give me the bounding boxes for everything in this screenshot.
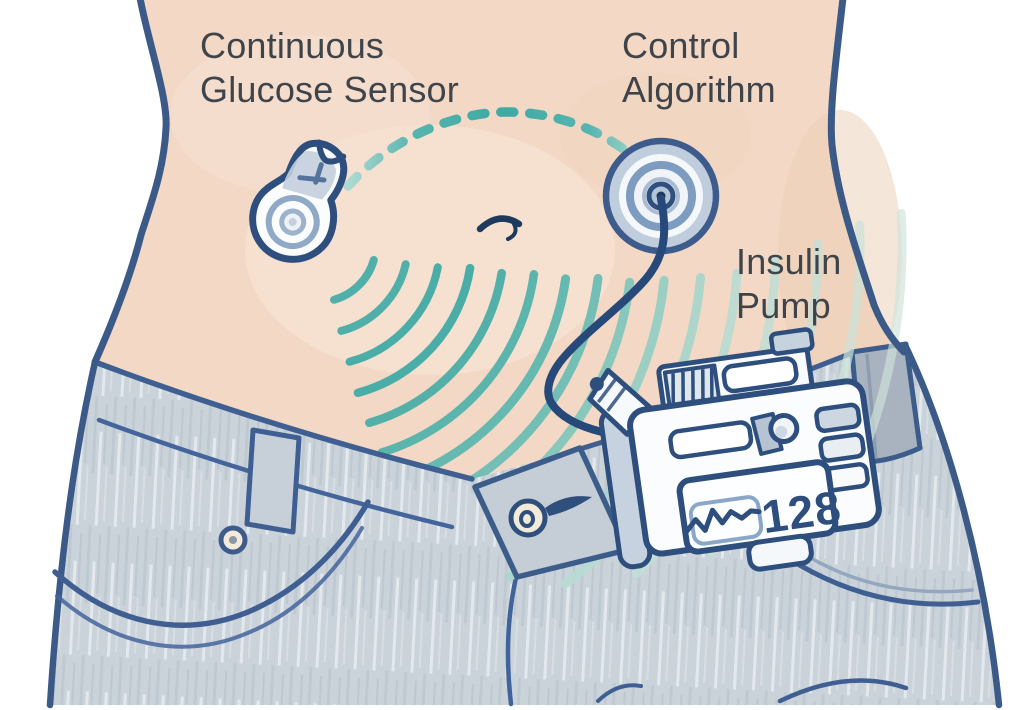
buttonhole	[545, 496, 592, 516]
pump-bottom-tab	[746, 533, 814, 572]
sensor-clip-notch	[316, 139, 347, 165]
pump-top-tab	[768, 327, 815, 356]
pump-button-2	[818, 432, 866, 463]
pump-buttons	[814, 402, 870, 493]
pump-button-1	[814, 402, 862, 434]
label-control-algorithm: Control Algorithm	[622, 24, 776, 112]
continuous-glucose-sensor-device	[249, 139, 348, 263]
crease	[596, 683, 643, 703]
label-line: Insulin	[736, 241, 842, 282]
label-line: Continuous	[200, 25, 385, 66]
label-line: Glucose Sensor	[200, 69, 459, 110]
pump-knob	[768, 412, 800, 444]
crease	[777, 678, 909, 704]
label-line: Control	[622, 25, 740, 66]
right-pocket-stitch-2	[794, 547, 974, 594]
torso-outline	[91, 0, 908, 366]
left-pocket-stitch-2	[55, 526, 364, 649]
right-pocket-stitch	[785, 555, 981, 607]
waistband-right-fold	[865, 353, 878, 459]
waistband-top-left	[92, 359, 475, 482]
wireless-dotted-link	[343, 107, 653, 191]
pump-display: 128	[676, 459, 845, 555]
label-line: Algorithm	[622, 69, 776, 110]
rivet	[218, 525, 248, 555]
jeans-right-edge	[901, 341, 1003, 709]
insulin-pump-device: 128	[587, 327, 882, 572]
glucose-value: 128	[758, 481, 844, 544]
skin-highlight	[170, 35, 430, 195]
sensor-clip-detail	[297, 162, 327, 185]
navel	[476, 215, 523, 241]
glucose-trend-waveform	[684, 507, 762, 534]
sensor-ring	[265, 195, 320, 250]
jeans-button	[508, 498, 548, 538]
jeans-left-edge	[46, 358, 99, 709]
belt-loop	[244, 427, 302, 535]
pump-slot	[668, 420, 754, 460]
label-continuous-glucose-sensor: Continuous Glucose Sensor	[200, 24, 459, 112]
infusion-tubing	[544, 195, 669, 436]
label-line: Pump	[736, 285, 831, 326]
left-pocket-stitch	[52, 499, 371, 628]
pump-cartridge	[656, 327, 815, 415]
sensor-center	[288, 218, 297, 227]
label-insulin-pump: Insulin Pump	[736, 240, 841, 328]
